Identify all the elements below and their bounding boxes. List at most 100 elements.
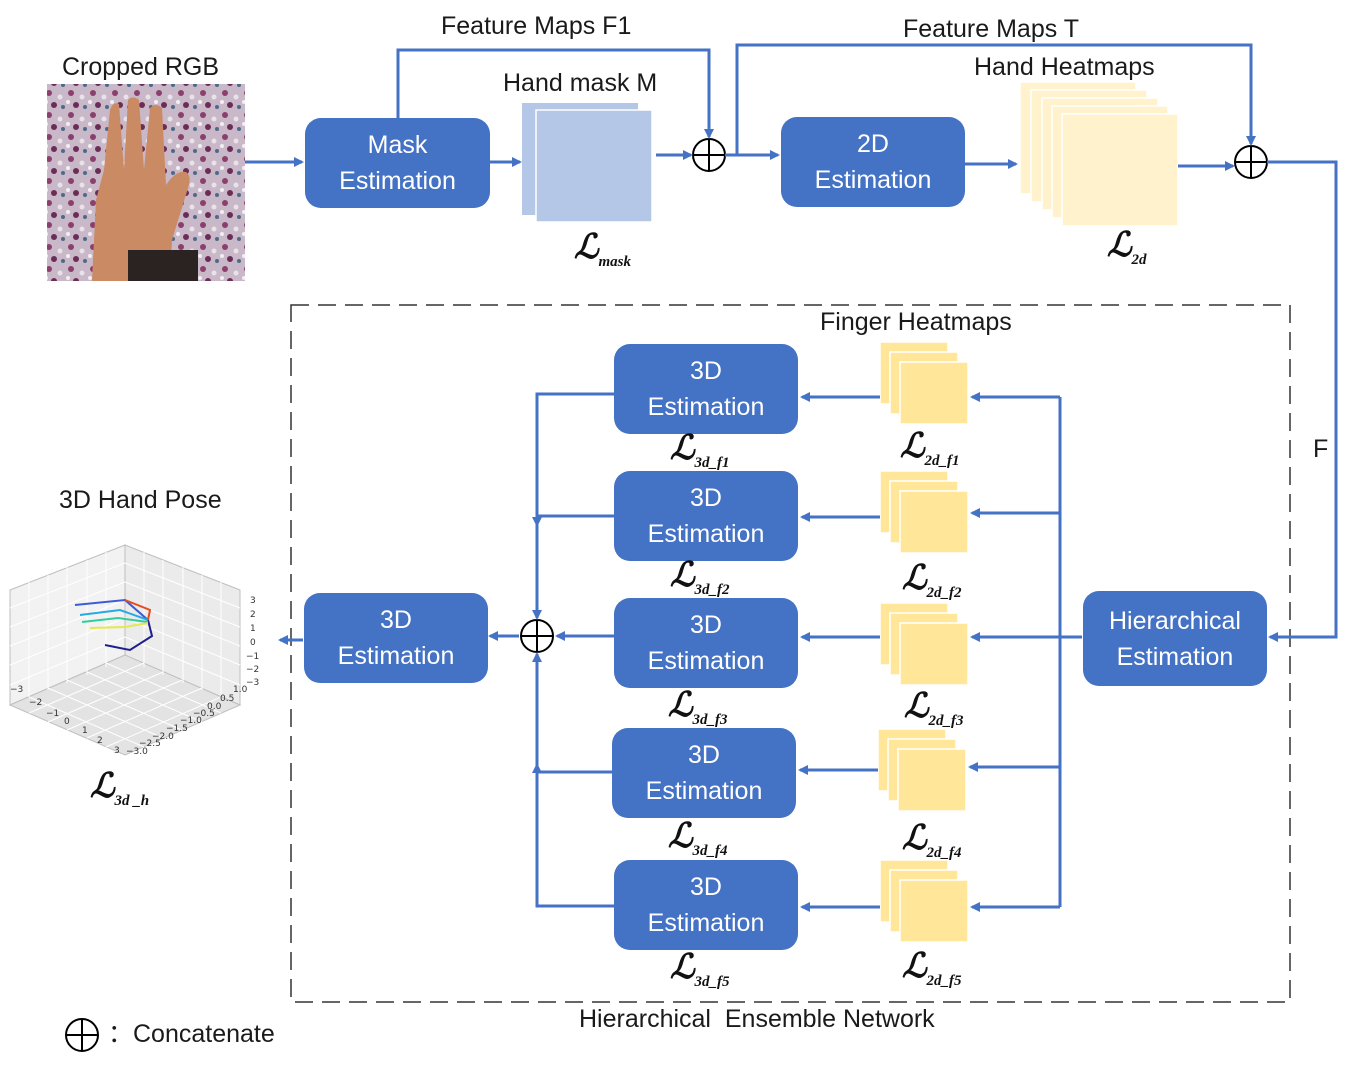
hand-heatmap-stack xyxy=(1019,81,1179,227)
loss-2d-f2: ℒ2d_f2 xyxy=(902,560,962,601)
finger-3d-estimation-block-2[interactable]: 3D Estimation xyxy=(614,471,798,561)
finger-3d-estimation-block-1[interactable]: 3D Estimation xyxy=(614,344,798,434)
block-line-1: 3D xyxy=(690,873,722,901)
block-line-2: Estimation xyxy=(645,777,763,805)
block-line-2: Estimation xyxy=(647,909,765,937)
final-3d-estimation-block[interactable]: 3D Estimation xyxy=(304,593,488,683)
block-line-2: Estimation xyxy=(647,647,765,675)
loss-3d-f2: ℒ3d_f2 xyxy=(670,557,730,598)
hand-pose-3d-plot xyxy=(8,544,242,756)
loss-3d-f4: ℒ3d_f4 xyxy=(668,818,728,859)
z-tick: −3 xyxy=(246,678,260,688)
x-tick: 0 xyxy=(64,717,70,727)
loss-2d: ℒ2d xyxy=(1107,227,1147,268)
loss-symbol: ℒ xyxy=(902,948,927,985)
x-tick: −2 xyxy=(29,698,43,708)
loss-2d-f3: ℒ2d_f3 xyxy=(904,688,964,729)
loss-symbol: ℒ xyxy=(670,430,695,467)
hand-heatmaps-label: Hand Heatmaps xyxy=(974,53,1155,81)
y-tick: −2.5 xyxy=(139,739,161,749)
arrows xyxy=(245,43,1338,912)
finger-3d-estimation-block-5[interactable]: 3D Estimation xyxy=(614,860,798,950)
loss-symbol: ℒ xyxy=(670,557,695,594)
loss-2d-f1: ℒ2d_f1 xyxy=(900,428,960,469)
loss-3d-f5: ℒ3d_f5 xyxy=(670,949,730,990)
loss-symbol: ℒ xyxy=(670,949,695,986)
loss-subscript: 3d_f4 xyxy=(692,843,728,859)
loss-subscript: 3d_f3 xyxy=(692,712,728,728)
finger-3d-estimation-block-3[interactable]: 3D Estimation xyxy=(614,598,798,688)
block-line-2: Estimation xyxy=(814,166,932,194)
finger-heatmap-stack-5 xyxy=(879,859,969,943)
y-tick: −3.0 xyxy=(126,747,148,757)
loss-symbol: ℒ xyxy=(90,768,115,805)
y-tick: 0.0 xyxy=(207,702,222,712)
loss-2d-f4: ℒ2d_f4 xyxy=(902,820,962,861)
concat-symbol-2 xyxy=(1234,145,1268,179)
network-label: Hierarchical Ensemble Network xyxy=(579,1005,935,1033)
hand-mask-label: Hand mask M xyxy=(503,69,658,97)
loss-symbol: ℒ xyxy=(900,428,925,465)
loss-symbol: ℒ xyxy=(904,688,929,725)
concat-symbol-1 xyxy=(692,138,726,172)
loss-subscript: 2d_f1 xyxy=(924,453,960,469)
block-line-1: 3D xyxy=(690,357,722,385)
network-boundary xyxy=(290,304,1291,1003)
z-tick: 1 xyxy=(250,624,256,634)
loss-subscript: mask xyxy=(598,254,632,270)
feature-maps-f1-label: Feature Maps F1 xyxy=(441,12,632,40)
loss-subscript: 2d_f2 xyxy=(926,585,962,601)
loss-subscript: 3d_f5 xyxy=(694,974,730,990)
block-line-1: 3D xyxy=(690,611,722,639)
concat-symbol-3 xyxy=(520,619,554,653)
loss-subscript: 2d_f4 xyxy=(926,845,962,861)
z-tick: 0 xyxy=(250,638,256,648)
block-line-2: Estimation xyxy=(339,167,456,195)
cropped-rgb-image xyxy=(47,84,245,281)
loss-symbol: ℒ xyxy=(668,818,693,855)
concat-legend-symbol xyxy=(65,1018,99,1052)
y-tick: −2.0 xyxy=(152,732,174,742)
loss-symbol: ℒ xyxy=(1107,227,1132,264)
x-tick: −1 xyxy=(46,709,60,719)
finger-heatmaps-label: Finger Heatmaps xyxy=(820,308,1012,336)
block-line-1: 3D xyxy=(380,606,412,634)
f-label: F xyxy=(1313,435,1329,463)
z-tick: −1 xyxy=(246,652,260,662)
finger-heatmap-stack-3 xyxy=(879,602,969,686)
loss-3d-f3: ℒ3d_f3 xyxy=(668,689,728,728)
y-tick: −1.5 xyxy=(166,724,188,734)
loss-symbol: ℒ xyxy=(902,560,927,597)
loss-subscript: 2d xyxy=(1131,252,1147,268)
z-tick: −2 xyxy=(246,665,260,675)
block-line-1: Hierarchical xyxy=(1109,606,1241,635)
loss-subscript: 3d_f1 xyxy=(694,455,730,471)
loss-3d-f1: ℒ3d_f1 xyxy=(670,430,730,471)
x-tick: 3 xyxy=(114,746,120,756)
z-tick: 2 xyxy=(250,610,256,620)
finger-heatmap-stack-4 xyxy=(877,728,967,812)
block-line-1: Mask xyxy=(367,131,428,159)
block-line-2: Estimation xyxy=(1116,642,1234,671)
block-line-2: Estimation xyxy=(647,520,765,548)
x-tick: 2 xyxy=(97,736,103,746)
loss-3d-h: ℒ3d _h xyxy=(90,768,149,809)
loss-2d-f5: ℒ2d_f5 xyxy=(902,948,962,989)
loss-symbol: ℒ xyxy=(574,229,599,266)
loss-subscript: 2d_f5 xyxy=(926,973,962,989)
hand-pose-3d-label: 3D Hand Pose xyxy=(59,486,222,514)
y-tick: 0.5 xyxy=(220,694,235,704)
hand-mask-stack xyxy=(522,103,653,223)
block-line-2: Estimation xyxy=(647,393,765,421)
block-line-1: 3D xyxy=(690,484,722,512)
cropped-rgb-label: Cropped RGB xyxy=(62,53,220,81)
loss-symbol: ℒ xyxy=(902,820,927,857)
block-line-2: Estimation xyxy=(337,642,455,670)
loss-subscript: 3d _h xyxy=(114,793,150,809)
loss-subscript: 2d_f3 xyxy=(928,713,964,729)
